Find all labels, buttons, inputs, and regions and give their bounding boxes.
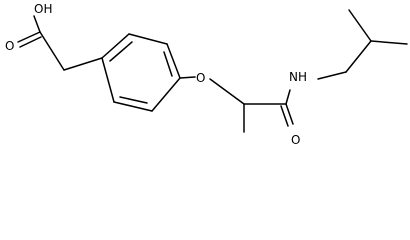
bond-nitrogen-ch2 — [317, 71, 347, 80]
bond-acid-carbonyl-double-2 — [19, 36, 42, 48]
ring-bond-2 — [128, 33, 168, 45]
bond-ch2-ring — [63, 57, 103, 71]
bond-acid-carbonyl-double-1 — [17, 31, 41, 43]
structure-diagram: OH O O NH O — [5, 2, 408, 147]
bond-ch-methyl-2 — [370, 40, 408, 45]
ring-bond-5 — [113, 101, 153, 112]
bond-ring-ether-oxygen — [179, 76, 196, 79]
bond-amide-carbonyl-1 — [285, 103, 294, 125]
ring-bond-3 — [166, 43, 181, 79]
amide-carbonyl-oxygen-label: O — [291, 133, 300, 147]
bond-ch2-ch — [345, 40, 372, 73]
hydroxyl-label: OH — [34, 2, 52, 16]
acid-carbonyl-oxygen-label: O — [5, 39, 14, 53]
ring-double-2 — [163, 51, 173, 77]
bond-ch-methyl-1 — [348, 9, 372, 42]
bond-oxygen-chiral-carbon — [209, 78, 245, 105]
bond-oh-carbon — [33, 15, 41, 33]
molecule-drawing: OH O O NH O — [5, 2, 408, 147]
ring-bond-4 — [151, 77, 181, 112]
amide-nitrogen-label: NH — [289, 70, 307, 84]
ether-oxygen-label: O — [196, 71, 205, 85]
ring-double-3 — [119, 96, 148, 104]
ring-bond-6 — [101, 57, 115, 103]
bond-acid-carbon-ch2 — [39, 31, 65, 71]
bond-amide-carbon-nitrogen — [285, 89, 291, 105]
ring-double-1 — [109, 41, 133, 62]
bond-amide-carbonyl-2 — [280, 105, 289, 127]
ring-bond-1 — [101, 33, 130, 59]
